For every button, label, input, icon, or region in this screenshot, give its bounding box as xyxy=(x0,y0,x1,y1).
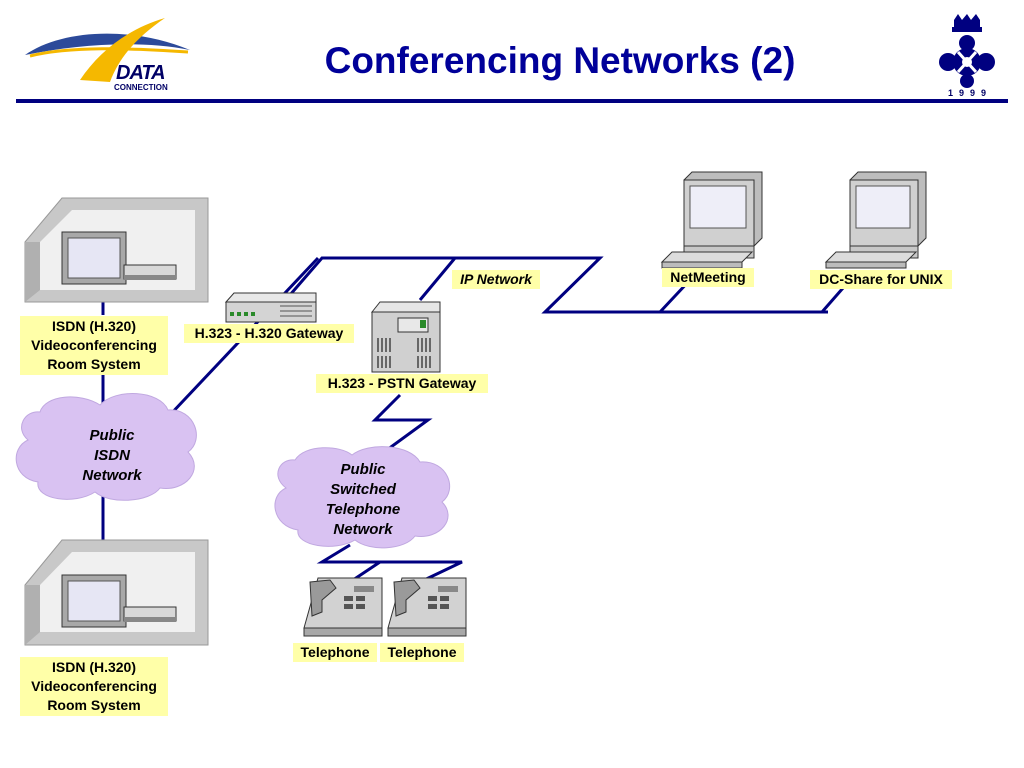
isdn-bottom-label-line3: Room System xyxy=(47,697,141,713)
isdn-top-label: ISDN (H.320) Videoconferencing Room Syst… xyxy=(20,316,168,375)
room-system-bottom xyxy=(24,539,209,646)
isdn-cloud-line2: ISDN xyxy=(94,447,130,464)
dc-share-label: DC-Share for UNIX xyxy=(810,270,952,289)
h320-gateway-device xyxy=(224,292,317,323)
isdn-cloud-line1: Public xyxy=(89,427,135,444)
isdn-top-label-line1: ISDN (H.320) xyxy=(51,318,137,334)
telephone-2-device xyxy=(387,577,467,637)
crest-year: 1999 xyxy=(948,88,993,98)
isdn-cloud xyxy=(15,393,197,501)
pstn-cloud-line2: Switched xyxy=(330,481,396,498)
title-rule xyxy=(16,99,1008,103)
netmeeting-computer xyxy=(660,171,763,269)
isdn-top-label-line2: Videoconferencing xyxy=(31,337,157,353)
isdn-top-label-line3: Room System xyxy=(47,356,141,372)
isdn-cloud-line3: Network xyxy=(82,467,142,484)
telephone-2-label: Telephone xyxy=(380,643,464,662)
logo-connection-text: CONNECTION xyxy=(114,83,168,92)
isdn-bottom-label-line2: Videoconferencing xyxy=(31,678,157,694)
room-system-top xyxy=(24,197,209,303)
page-title: Conferencing Networks (2) xyxy=(324,40,796,81)
telephone-1-label: Telephone xyxy=(293,643,377,662)
pstn-cloud-line4: Network xyxy=(333,521,393,538)
pstn-cloud xyxy=(274,446,451,549)
isdn-bottom-label: ISDN (H.320) Videoconferencing Room Syst… xyxy=(20,657,168,716)
netmeeting-label: NetMeeting xyxy=(662,268,754,287)
pstn-cloud-line1: Public xyxy=(340,461,386,478)
isdn-bottom-label-line1: ISDN (H.320) xyxy=(51,659,137,675)
pstn-cloud-line3: Telephone xyxy=(325,501,401,518)
dc-share-computer xyxy=(824,171,927,269)
telephone-1-device xyxy=(303,577,383,637)
ip-network-label: IP Network xyxy=(452,270,540,289)
crest-logo xyxy=(939,14,995,88)
pstn-cloud-label: Public Switched Telephone Network xyxy=(308,460,418,540)
data-connection-logo xyxy=(25,18,190,82)
pstn-gateway-device xyxy=(370,301,441,373)
isdn-cloud-label: Public ISDN Network xyxy=(62,426,162,486)
pstn-gateway-label: H.323 - PSTN Gateway xyxy=(316,374,488,393)
logo-data-text: DATA xyxy=(116,62,166,84)
h320-gateway-label: H.323 - H.320 Gateway xyxy=(184,324,354,343)
